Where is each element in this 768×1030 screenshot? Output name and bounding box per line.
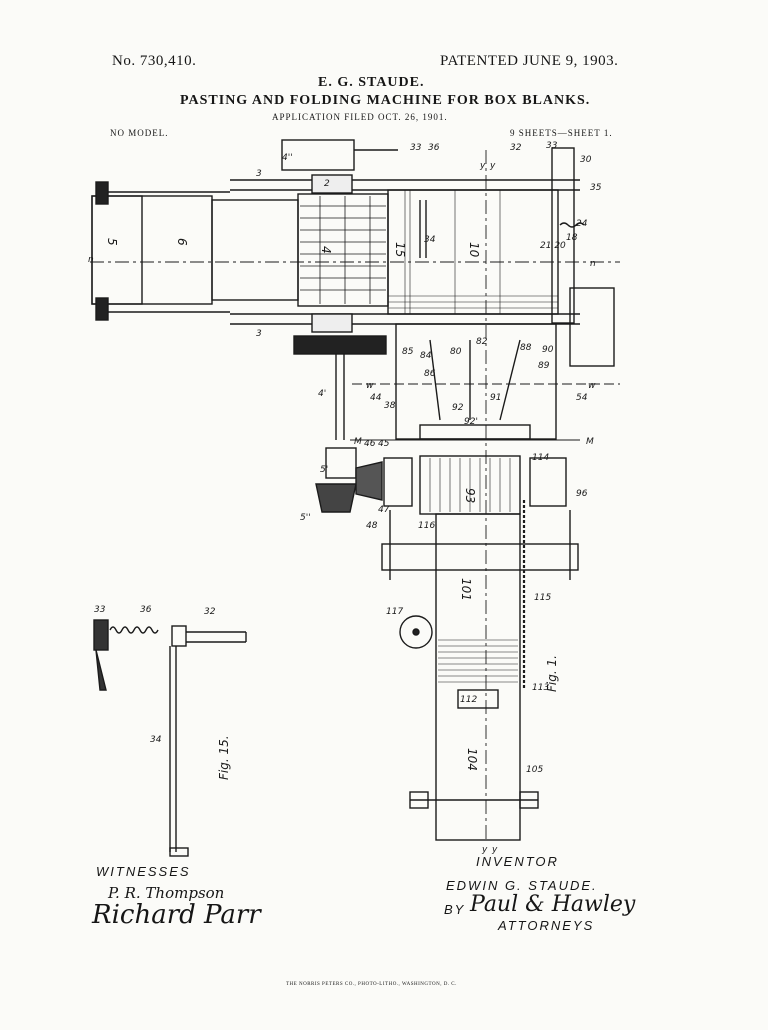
svg-text:96: 96 <box>576 489 588 499</box>
svg-text:44: 44 <box>370 393 382 403</box>
section-10 <box>387 189 559 315</box>
svg-text:y: y <box>479 161 486 171</box>
svg-text:2: 2 <box>324 179 330 189</box>
svg-text:88: 88 <box>520 343 532 353</box>
witnesses-heading: WITNESSES <box>96 864 191 879</box>
svg-text:101: 101 <box>459 578 473 601</box>
figure-15 <box>93 619 247 857</box>
svg-text:80: 80 <box>450 347 462 357</box>
inventor-heading: INVENTOR <box>476 854 559 869</box>
belt-6 <box>211 199 299 301</box>
conveyor-104 <box>435 513 521 841</box>
no-model-note: NO MODEL. <box>110 128 169 138</box>
bevel-box-5-prime <box>325 447 357 479</box>
svg-text:38: 38 <box>384 401 396 411</box>
svg-text:33: 33 <box>546 141 558 151</box>
attorneys-label: ATTORNEYS <box>498 918 595 933</box>
attorney-signature: Paul & Hawley <box>470 892 636 917</box>
svg-text:w: w <box>366 381 374 391</box>
svg-text:33: 33 <box>94 605 106 615</box>
svg-text:5': 5' <box>320 465 328 475</box>
svg-text:6: 6 <box>175 238 189 246</box>
svg-text:93: 93 <box>463 488 477 503</box>
svg-text:35: 35 <box>590 183 602 193</box>
inventor-name-header: E. G. STAUDE. <box>318 75 425 90</box>
witness-1-signature: P. R. Thompson <box>108 884 225 902</box>
svg-text:21 20: 21 20 <box>540 241 566 251</box>
svg-text:n: n <box>590 259 596 269</box>
svg-text:36: 36 <box>428 143 440 153</box>
svg-text:112: 112 <box>460 695 477 705</box>
inventor-full-name: EDWIN G. STAUDE. <box>446 878 598 893</box>
svg-text:M: M <box>586 437 594 447</box>
svg-text:91: 91 <box>490 393 501 403</box>
fig-1-label: Fig. 1. <box>545 655 559 692</box>
svg-text:114: 114 <box>532 453 549 463</box>
svg-text:90: 90 <box>542 345 554 355</box>
patent-date: PATENTED JUNE 9, 1903. <box>440 53 619 69</box>
svg-text:82: 82 <box>476 337 488 347</box>
gear-pulley <box>293 335 387 355</box>
svg-text:32: 32 <box>204 607 216 617</box>
svg-text:46: 46 <box>364 439 376 449</box>
svg-text:84: 84 <box>420 351 432 361</box>
svg-text:y: y <box>489 161 496 171</box>
patent-title: PASTING AND FOLDING MACHINE FOR BOX BLAN… <box>180 93 591 108</box>
sheet-count: 9 SHEETS—SHEET 1. <box>510 128 613 138</box>
svg-text:47: 47 <box>378 505 390 515</box>
svg-text:n: n <box>88 255 94 265</box>
svg-text:3: 3 <box>256 169 262 179</box>
svg-text:85: 85 <box>402 347 414 357</box>
patent-number: No. 730,410. <box>112 53 197 69</box>
svg-text:34: 34 <box>150 735 162 745</box>
svg-text:32: 32 <box>510 143 522 153</box>
application-filed: APPLICATION FILED OCT. 26, 1901. <box>272 112 448 122</box>
svg-text:30: 30 <box>580 155 592 165</box>
svg-text:89: 89 <box>538 361 550 371</box>
fig-15-label: Fig. 15. <box>217 735 231 780</box>
svg-text:4': 4' <box>318 389 326 399</box>
svg-text:10: 10 <box>467 242 481 258</box>
svg-text:4: 4 <box>319 246 333 254</box>
svg-text:117: 117 <box>386 607 403 617</box>
svg-text:5'': 5'' <box>300 513 311 523</box>
svg-text:45: 45 <box>378 439 390 449</box>
box-4-double-prime <box>281 139 355 171</box>
svg-text:3: 3 <box>256 329 262 339</box>
printer-credit: THE NORRIS PETERS CO., PHOTO-LITHO., WAS… <box>286 982 457 987</box>
svg-text:54: 54 <box>576 393 588 403</box>
svg-text:34: 34 <box>424 235 436 245</box>
svg-text:15: 15 <box>393 242 407 257</box>
svg-text:y: y <box>481 845 488 855</box>
witness-2-signature: Richard Parr <box>92 900 261 930</box>
svg-text:105: 105 <box>526 765 543 775</box>
svg-text:113: 113 <box>532 683 549 693</box>
svg-text:116: 116 <box>418 521 435 531</box>
svg-text:92: 92 <box>452 403 464 413</box>
svg-text:36: 36 <box>140 605 152 615</box>
svg-text:4'': 4'' <box>282 153 293 163</box>
drum-4 <box>297 193 389 307</box>
svg-text:18: 18 <box>566 233 578 243</box>
svg-text:24: 24 <box>576 219 588 229</box>
svg-text:104: 104 <box>465 748 479 771</box>
svg-text:115: 115 <box>534 593 551 603</box>
svg-text:86: 86 <box>424 369 436 379</box>
svg-text:y: y <box>491 845 498 855</box>
svg-text:M: M <box>354 437 362 447</box>
feed-table-5 <box>91 195 213 305</box>
by-label: BY <box>444 902 466 917</box>
svg-text:w: w <box>588 381 596 391</box>
wheel-117 <box>399 615 433 649</box>
svg-text:92': 92' <box>464 417 478 427</box>
svg-text:33: 33 <box>410 143 422 153</box>
svg-text:5: 5 <box>105 238 119 246</box>
svg-text:48: 48 <box>366 521 378 531</box>
